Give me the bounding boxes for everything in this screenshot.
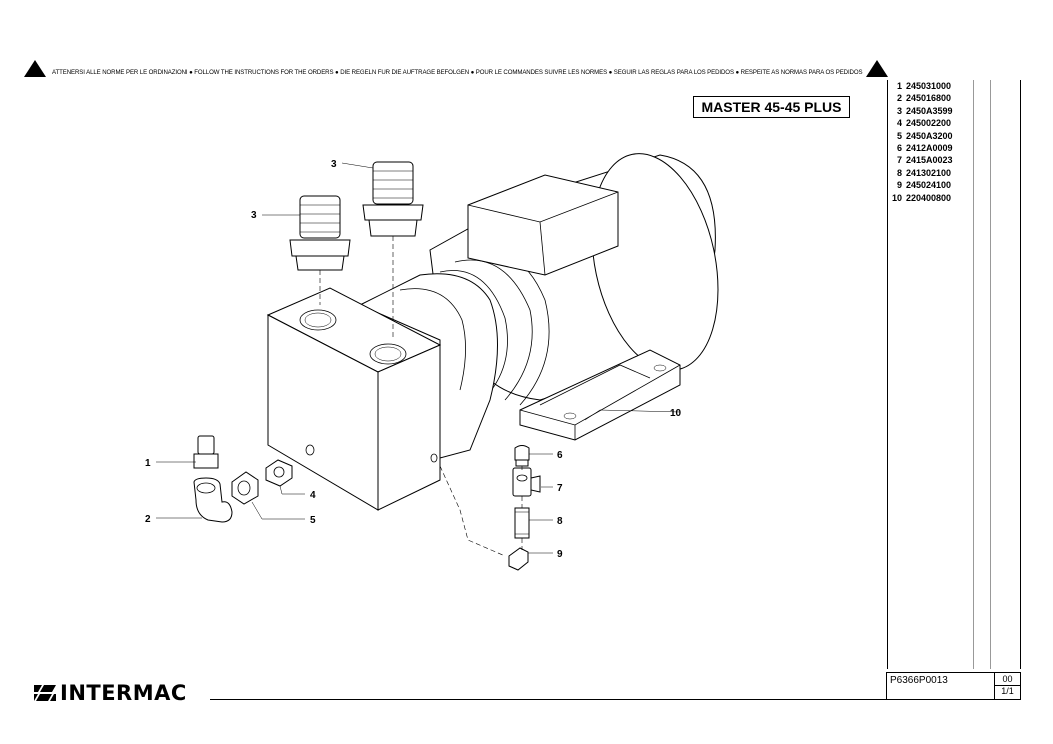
revision-box: 00 1/1 [994, 673, 1020, 699]
model-title: MASTER 45-45 PLUS [693, 96, 850, 118]
part-code: 2450A3599 [906, 105, 953, 116]
callout-2: 2 [145, 514, 151, 525]
callout-9: 9 [557, 549, 563, 560]
parts-list-item[interactable]: 2 245016800 [888, 92, 953, 104]
cap-6 [514, 445, 530, 467]
parts-list-item[interactable]: 9 245024100 [888, 179, 953, 191]
part-code: 245024100 [906, 180, 952, 191]
part-position: 2 [896, 93, 902, 104]
part-code: 245031000 [906, 81, 952, 91]
parts-list: 1 245031000 2 245016800 3 2450A3599 4 245002… [888, 80, 953, 204]
exploded-pump-drawing: 3 3 10 6 7 8 9 1 4 2 5 [145, 153, 719, 571]
spacer-8 [514, 507, 530, 539]
brand-stripes-icon [34, 685, 56, 701]
part-position: 9 [896, 180, 902, 191]
hose-fitting-left [289, 195, 351, 305]
motor-base [519, 349, 681, 441]
order-instructions: ATTENERSI ALLE NORME PER LE ORDINAZIONI … [52, 69, 863, 76]
document-code: P6366P0013 [890, 675, 948, 686]
callout-3a: 3 [331, 159, 337, 170]
part-code: 245002200 [906, 118, 952, 129]
brand-name: INTERMAC [60, 681, 187, 705]
part-code: 2450A3200 [906, 130, 953, 141]
part-code: 2415A0023 [906, 155, 953, 166]
fitting-4 [265, 459, 293, 487]
callout-7: 7 [557, 483, 563, 494]
fitting-5 [231, 471, 259, 505]
part-position: 7 [896, 155, 902, 166]
terminal-box [467, 174, 619, 276]
part-position: 6 [896, 142, 902, 153]
callout-8: 8 [557, 516, 563, 527]
parts-list-item[interactable]: 10 220400800 [888, 192, 953, 204]
callout-10: 10 [670, 408, 682, 419]
document-sheet: 1/1 [1001, 686, 1014, 696]
part-code: 220400800 [906, 192, 952, 203]
callout-3b: 3 [251, 210, 257, 221]
pump-bracket [358, 273, 498, 459]
hose-fitting-right [362, 161, 424, 340]
callout-6: 6 [557, 450, 563, 461]
footer-rule [210, 699, 887, 700]
part-position: 4 [896, 118, 902, 129]
valve-7 [512, 467, 541, 497]
part-code: 241302100 [906, 167, 952, 178]
parts-list-item[interactable]: 7 2415A0023 [888, 154, 953, 166]
part-code: 245016800 [906, 93, 952, 104]
parts-list-item[interactable]: 4 245002200 [888, 117, 953, 129]
pump-block [266, 287, 442, 511]
callout-5: 5 [310, 515, 316, 526]
document-revision: 00 [995, 674, 1020, 686]
parts-list-item[interactable]: 6 2412A0009 [888, 142, 953, 154]
fitting-1 [193, 435, 219, 469]
parts-list-item[interactable]: 1 245031000 [888, 80, 953, 92]
warning-right-icon [866, 60, 888, 77]
parts-list-item[interactable]: 5 2450A3200 [888, 130, 953, 142]
part-position: 8 [896, 167, 902, 178]
parts-list-panel: 1 245031000 2 245016800 3 2450A3599 4 245002… [887, 80, 1021, 669]
part-position: 1 [896, 81, 902, 91]
callout-1: 1 [145, 458, 151, 469]
part-position: 3 [896, 105, 902, 116]
part-position: 5 [896, 130, 902, 141]
part-code: 2412A0009 [906, 142, 953, 153]
document-info-box: P6366P0013 00 1/1 [886, 672, 1021, 700]
callout-4: 4 [310, 490, 316, 501]
parts-list-item[interactable]: 8 241302100 [888, 167, 953, 179]
part-position: 10 [891, 192, 902, 203]
parts-list-item[interactable]: 3 2450A3599 [888, 105, 953, 117]
brand-logo: INTERMAC [32, 681, 187, 705]
elbow-2 [193, 477, 233, 523]
warning-left-icon [24, 60, 46, 77]
elbow-9 [508, 547, 529, 571]
